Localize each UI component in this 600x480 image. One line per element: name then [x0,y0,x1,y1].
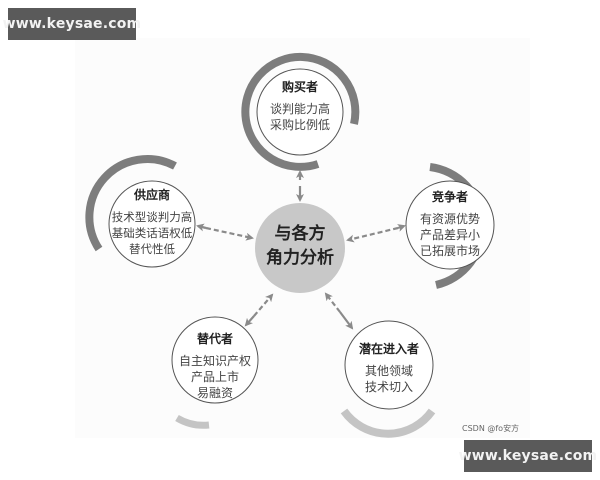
arrow-supplier-center [205,226,254,241]
supplier-arc [85,155,177,252]
supplier-circle [108,180,196,268]
arrow-entrant-center [324,292,341,313]
substitute-circle [171,316,259,404]
watermark-top: www.keysae.com [3,8,141,40]
entrant-label: 潜在进入者 其他领域 技术切入 [339,340,439,395]
buyer-line: 谈判能力高 [269,102,330,116]
credit-text: CSDN @fo安方 [462,424,520,433]
supplier-node [85,155,196,268]
entrant-line: 其他领域 [364,364,413,378]
competitor-title: 竞争者 [431,190,468,204]
substitute-arc [175,414,210,429]
competitor-circle [405,180,495,270]
supplier-title: 供应商 [133,188,170,202]
buyer-label: 购买者 谈判能力高 采购比例低 [250,78,350,133]
buyer-title: 购买者 [281,80,318,94]
entrant-node [340,320,436,438]
competitor-line: 有资源优势 [419,212,480,226]
substitute-node [171,316,259,429]
entrant-arc [340,408,436,438]
buyer-line: 采购比例低 [269,118,330,132]
competitor-label: 竞争者 有资源优势 产品差异小 已拓展市场 [400,188,500,259]
buyer-circle [256,68,344,156]
arrow-competitor-center [346,226,399,243]
arrows [196,170,406,330]
substitute-line: 易融资 [196,386,233,400]
buyer-node [241,52,360,171]
supplier-line: 技术型谈判力高 [111,210,193,224]
center-line: 与各方 [274,224,326,244]
competitor-node [405,163,495,289]
competitor-line: 产品差异小 [419,228,480,242]
center-circle [255,203,345,293]
entrant-circle [344,320,434,410]
entrant-line: 技术切入 [364,380,413,394]
entrant-title: 潜在进入者 [358,342,419,356]
supplier-line: 替代性低 [129,242,175,256]
substitute-label: 替代者 自主知识产权 产品上市 易融资 [165,330,265,401]
arrow-substitute-center [253,293,274,317]
watermark-bottom: www.keysae.com [459,440,597,472]
substitute-title: 替代者 [196,332,233,346]
center-label: 与各方 角力分析 [255,222,345,270]
substitute-line: 自主知识产权 [178,354,251,368]
buyer-arc [241,52,360,171]
center-line: 角力分析 [266,248,334,268]
substitute-line: 产品上市 [190,370,239,384]
competitor-line: 已拓展市场 [419,244,480,258]
supplier-label: 供应商 技术型谈判力高 基础类话语权低 替代性低 [102,186,202,257]
supplier-line: 基础类话语权低 [111,226,193,240]
